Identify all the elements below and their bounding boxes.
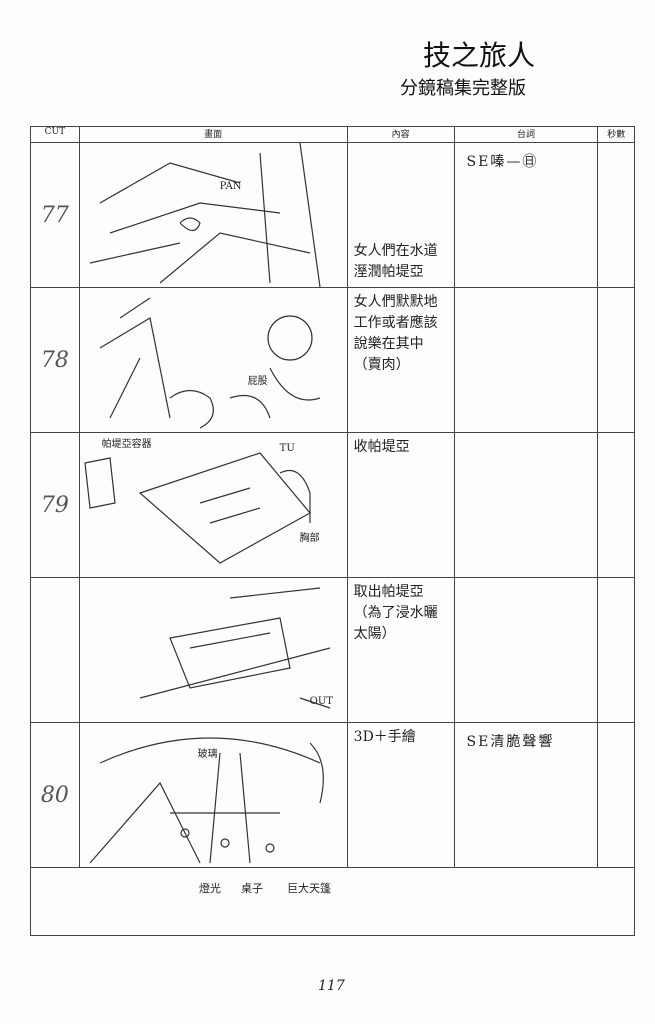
table-row: OUT 取出帕堤亞（為了浸水曬太陽） [30, 577, 635, 723]
sketch-panel: 玻璃 [78, 722, 348, 868]
seconds-cell [597, 722, 635, 868]
sketch-unnumbered [139, 587, 330, 709]
sketch-label: PAN [219, 181, 242, 192]
table-row: 78 屁股 女人們默默地工作或者應該說樂在其中（賣肉） [30, 287, 635, 433]
page-subtitle: 分鏡稿集完整版 [400, 78, 526, 99]
sketch-77 [89, 143, 321, 287]
col-dialogue: 台詞 [453, 126, 599, 143]
seconds-cell [597, 577, 635, 723]
sketch-panel: OUT [78, 577, 348, 723]
table-header: CUT 畫面 內容 台詞 秒數 [30, 126, 635, 143]
sketch-label: 帕堤亞容器 [101, 439, 152, 450]
cut-number: 77 [30, 142, 80, 288]
seconds-cell [597, 287, 635, 433]
content-cell: 3D＋手繪 [346, 722, 455, 868]
cut-number: 78 [30, 287, 80, 433]
sketch-78 [99, 297, 320, 429]
dialogue-cell: SE清脆聲響 [453, 722, 599, 868]
table-row: 80 玻璃 3D＋手繪 SE清脆聲響 [30, 722, 635, 868]
sketch-panel: 屁股 [78, 287, 348, 433]
sketch-80 [89, 737, 324, 864]
sketch-panel: 帕堤亞容器 TU 胸部 [78, 432, 348, 578]
caption-table: 桌子 [241, 882, 263, 895]
page-number: 117 [318, 978, 345, 994]
content-cell: 女人們默默地工作或者應該說樂在其中（賣肉） [346, 287, 455, 433]
col-seconds: 秒數 [597, 126, 635, 143]
cut-number [30, 577, 80, 723]
table-row: 77 PAN 女人們在水道溼潤帕堤亞 SE嗪—㊐ [30, 142, 635, 288]
caption-lights: 燈光 [199, 882, 221, 895]
content-cell: 女人們在水道溼潤帕堤亞 [346, 142, 455, 288]
storyboard-table: CUT 畫面 內容 台詞 秒數 77 PAN 女人們在水道溼潤帕堤亞 SE嗪—㊐… [30, 126, 635, 936]
sketch-label: 胸部 [299, 533, 320, 544]
cut-number: 80 [30, 722, 80, 868]
content-cell: 取出帕堤亞（為了浸水曬太陽） [346, 577, 455, 723]
sketch-label: 玻璃 [197, 749, 218, 760]
sketch-label: OUT [309, 696, 333, 707]
dialogue-cell [453, 432, 599, 578]
seconds-cell [597, 142, 635, 288]
sketch-79 [84, 452, 311, 564]
sketch-label: 屁股 [247, 376, 268, 387]
dialogue-cell: SE嗪—㊐ [453, 142, 599, 288]
cut-number: 79 [30, 432, 80, 578]
dialogue-cell [453, 287, 599, 433]
col-content: 內容 [346, 126, 455, 143]
sketch-label: TU [279, 443, 295, 454]
seconds-cell [597, 432, 635, 578]
table-row: 79 帕堤亞容器 TU 胸部 收帕堤亞 [30, 432, 635, 578]
dialogue-cell [453, 577, 599, 723]
footer-row: 燈光 桌子 巨大天篷 [30, 867, 635, 936]
caption-canopy: 巨大天篷 [287, 882, 331, 895]
content-cell: 收帕堤亞 [346, 432, 455, 578]
col-picture: 畫面 [78, 126, 348, 143]
sketch-panel: PAN [78, 142, 348, 288]
col-cut: CUT [30, 126, 80, 143]
page-title: 技之旅人 [422, 39, 535, 72]
